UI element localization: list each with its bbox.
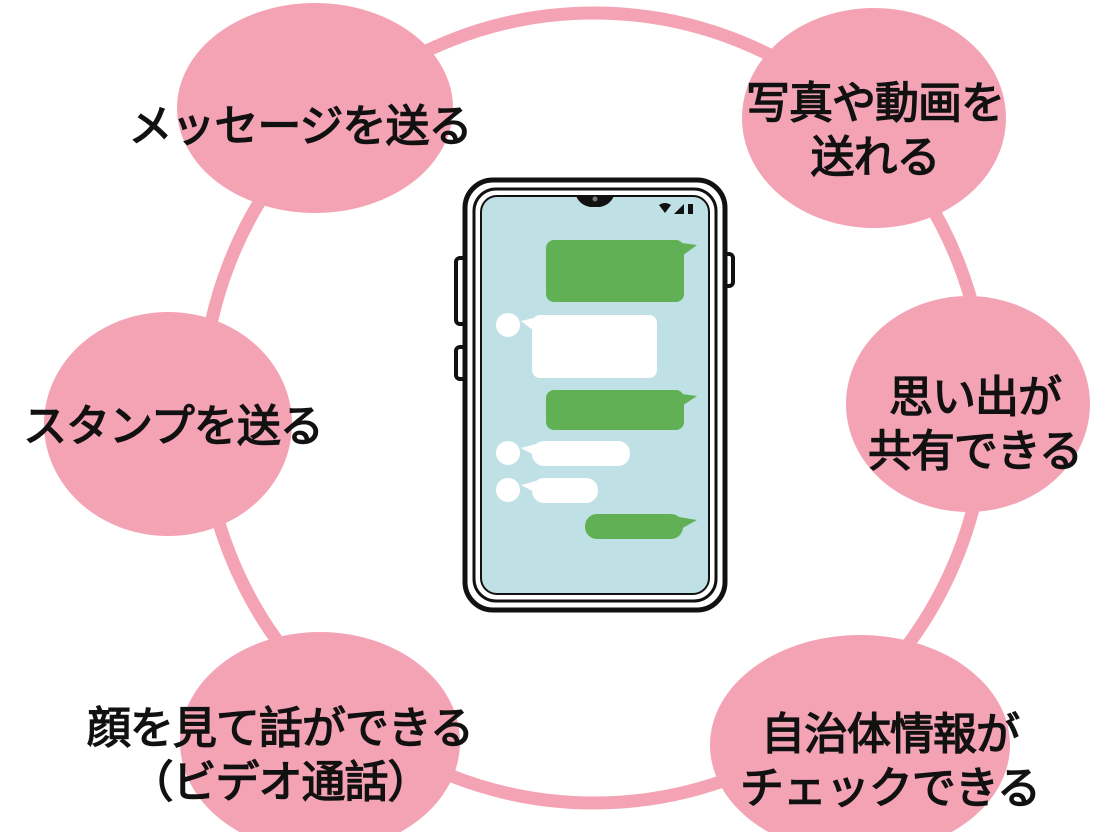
blob-photo (742, 8, 1006, 228)
chat-bubble-received-2 (496, 441, 630, 466)
feature-label-local-info: 自治体情報が チェックできる (725, 708, 1055, 816)
front-camera (592, 196, 598, 202)
feature-label-message: メッセージを送る (115, 100, 485, 154)
chat-bubble-sent-3 (585, 514, 697, 539)
feature-label-video-call: 顔を見て話ができる （ビデオ通話） (60, 702, 500, 810)
feature-label-photo-line2: 送れる (810, 132, 941, 183)
feature-label-photo: 写真や動画を 送れる (730, 77, 1020, 185)
feature-label-local-info-line2: チェックできる (739, 763, 1041, 814)
chat-bubble-sent-2 (546, 390, 697, 430)
battery-icon (688, 204, 693, 214)
feature-label-memories-line1: 思い出が (889, 372, 1062, 423)
smartphone (454, 177, 735, 613)
feature-label-local-info-line1: 自治体情報が (761, 709, 1020, 760)
blob-message (177, 3, 453, 213)
feature-label-video-call-line1: 顔を見て話ができる (86, 703, 474, 754)
chat-bubble-sent-1 (546, 240, 697, 302)
blob-memories (846, 296, 1090, 512)
feature-label-video-call-line2: （ビデオ通話） (129, 757, 432, 808)
signal-icon (674, 204, 684, 214)
blob-video-call (180, 632, 460, 832)
blob-local-info (710, 635, 1010, 832)
chat-bubble-received-1 (496, 313, 657, 378)
feature-label-memories-line2: 共有できる (867, 426, 1083, 477)
blob-sticker (44, 312, 292, 536)
feature-label-photo-line1: 写真や動画を (746, 78, 1005, 129)
feature-label-sticker: スタンプを送る (8, 400, 338, 454)
feature-label-message-line1: メッセージを送る (128, 101, 472, 152)
feature-label-memories: 思い出が 共有できる (850, 371, 1100, 479)
wifi-icon (659, 203, 671, 213)
feature-label-sticker-line1: スタンプを送る (23, 401, 324, 452)
chat-bubble-received-3 (496, 478, 598, 503)
